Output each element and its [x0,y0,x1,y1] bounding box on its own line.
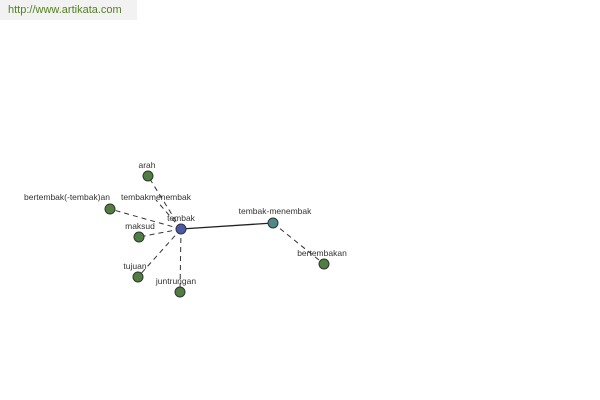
node-label-bertembak[interactable]: bertembak(-tembak)an [24,192,110,202]
edge-tembak-tembakmenembak [155,199,182,230]
node-circle-maksud[interactable] [133,231,145,243]
node-tembakmenembak[interactable]: tembakmenembak [121,192,192,202]
node-circle-bertembak[interactable] [104,203,116,215]
node-label-juntrungan[interactable]: juntrungan [155,276,196,286]
edge-tembak-bertembak [109,208,182,230]
node-tembak-menembak[interactable]: tembak-menembak [239,206,313,229]
site-url-link[interactable]: http://www.artikata.com [8,4,122,16]
node-label-tujuan[interactable]: tujuan [123,261,146,271]
node-circle-juntrungan[interactable] [174,286,186,298]
nodes-layer: tembak arah tembakmenembak bertembak(-temba… [24,160,347,298]
node-bertembakan[interactable]: bertembakan [297,248,347,270]
node-label-bertembakan[interactable]: bertembakan [297,248,347,258]
edge-tembak-arah [147,175,182,230]
node-tembak[interactable]: tembak [167,213,196,235]
node-circle-tembak[interactable] [175,223,187,235]
node-juntrungan[interactable]: juntrungan [155,276,196,298]
node-label-tembakmenembak[interactable]: tembakmenembak [121,192,192,202]
edge-tembak-juntrungan [179,228,182,293]
edge-tembak-maksud [138,228,182,238]
node-label-arah[interactable]: arah [138,160,155,170]
edge-tembak-menembak-bertembakan [272,222,325,265]
node-label-tembak[interactable]: tembak [167,213,196,223]
node-circle-bertembakan[interactable] [318,258,330,270]
edge-tembak-tujuan [137,228,182,278]
node-circle-tembak-menembak[interactable] [267,217,279,229]
edge-tembak-tembak-menembak [180,222,274,230]
node-circle-tujuan[interactable] [132,271,144,283]
node-arah[interactable]: arah [138,160,156,182]
node-label-tembak-menembak[interactable]: tembak-menembak [239,206,313,216]
node-bertembak[interactable]: bertembak(-tembak)an [24,192,116,215]
node-maksud[interactable]: maksud [125,221,155,243]
url-bar: http://www.artikata.com [0,0,137,20]
node-label-maksud[interactable]: maksud [125,221,155,231]
node-tujuan[interactable]: tujuan [123,261,147,283]
edges-layer [109,175,325,293]
node-circle-arah[interactable] [142,170,154,182]
